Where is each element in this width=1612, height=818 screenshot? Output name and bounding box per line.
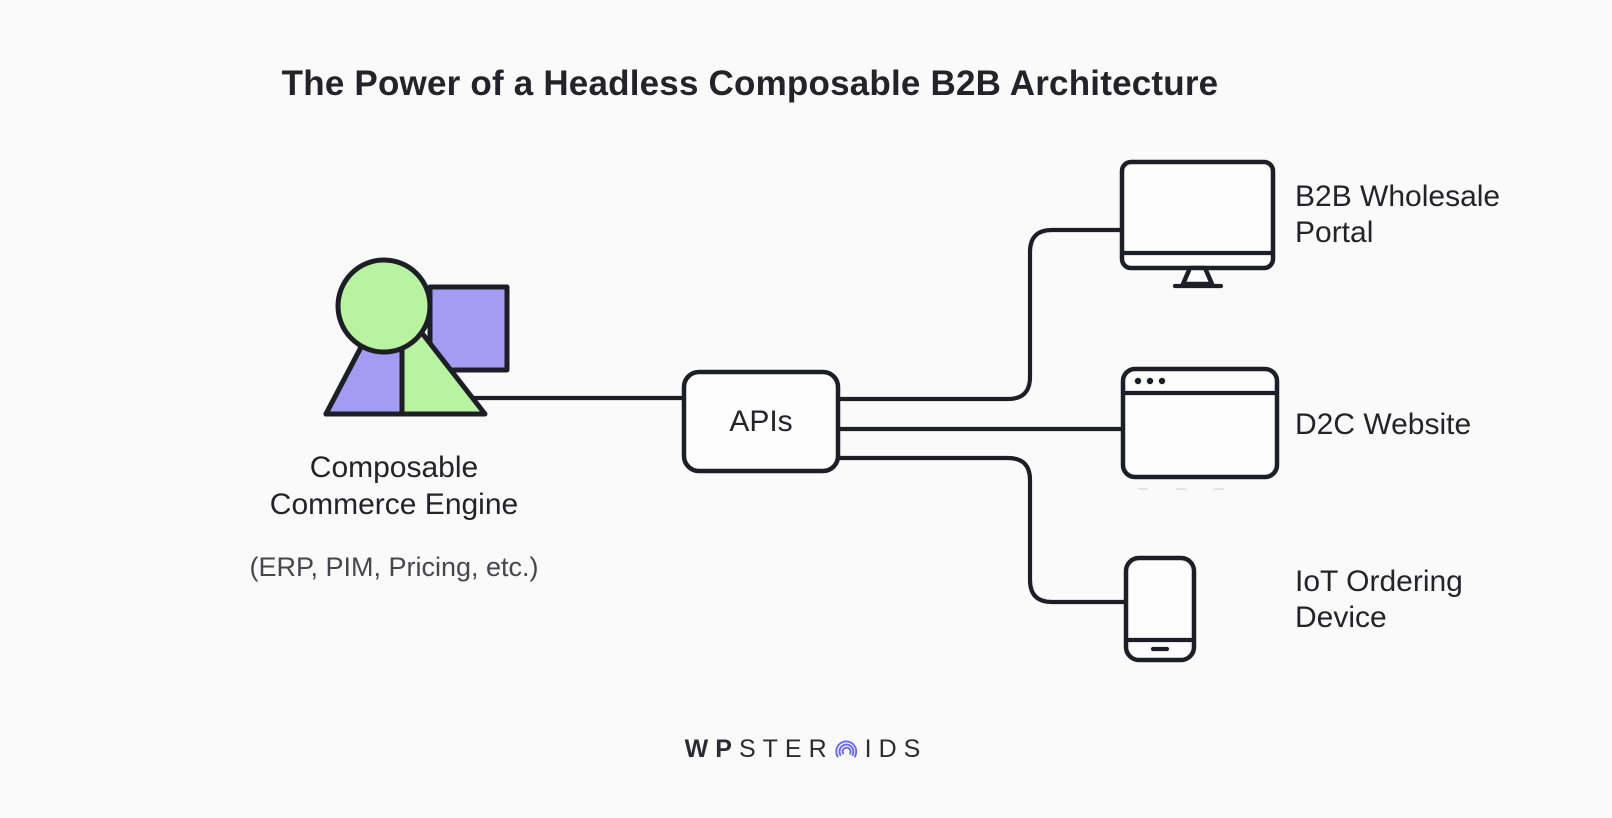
label-d2c-website: D2C Website [1295, 407, 1471, 443]
smartphone-icon [1123, 555, 1197, 663]
browser-window-icon [1120, 366, 1280, 490]
label-iot-ordering-device: IoT Ordering Device [1295, 564, 1463, 636]
browser-dot [1158, 377, 1166, 385]
browser-dot [1134, 377, 1142, 385]
concentric-rings-icon [834, 740, 857, 758]
page-title: The Power of a Headless Composable B2B A… [281, 64, 1219, 103]
label-line: B2B Wholesale [1295, 180, 1501, 213]
engine-subtitle: (ERP, PIM, Pricing, etc.) [249, 552, 539, 582]
apis-box [681, 369, 841, 474]
browser-frame [1120, 366, 1280, 480]
commerce-engine-shapes [323, 257, 510, 417]
label-line: Device [1295, 601, 1387, 634]
connector-apis-to-iot-device [838, 455, 1126, 605]
engine-label-line1: Composable [309, 451, 479, 484]
label-line: D2C Website [1295, 408, 1472, 441]
engine-label-line2: Commerce Engine [269, 488, 519, 521]
monitor-stand [1180, 265, 1215, 287]
apis-label: APIs [729, 405, 793, 438]
engine-label: Composable Commerce Engine [270, 449, 518, 523]
connector-apis-to-b2b-portal [838, 227, 1122, 402]
logo-text-mid: STER [738, 735, 834, 763]
label-line: IoT Ordering [1295, 565, 1463, 598]
phone-body [1123, 555, 1197, 663]
logo-text-tail: IDS [864, 735, 928, 763]
logo-text-bold: WP [684, 735, 739, 763]
label-b2b-wholesale-portal: B2B Wholesale Portal [1295, 179, 1500, 251]
browser-dot [1146, 377, 1154, 385]
circle-shape [335, 257, 433, 355]
desktop-monitor-icon [1119, 159, 1276, 289]
label-line: Portal [1295, 216, 1374, 249]
